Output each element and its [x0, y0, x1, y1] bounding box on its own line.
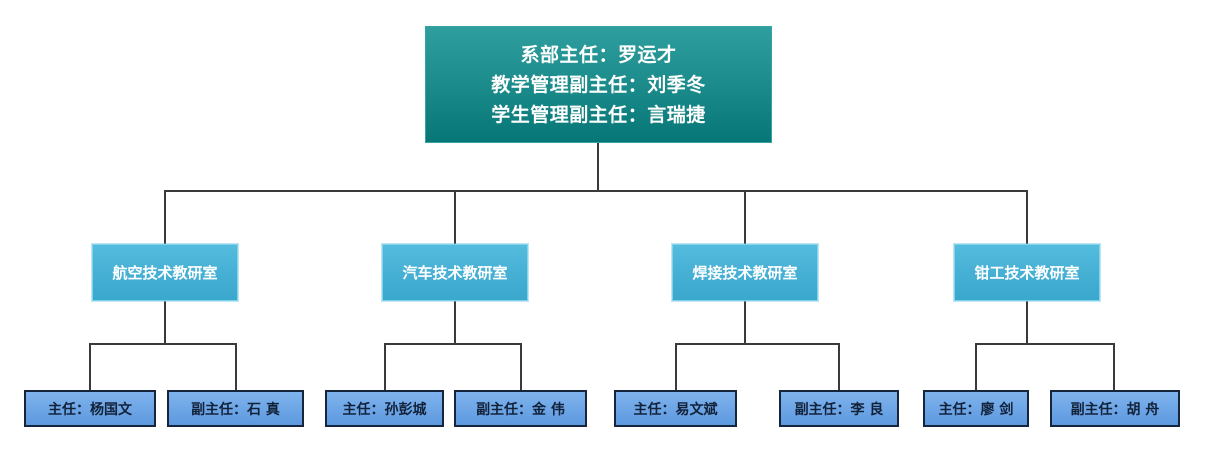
connector-drop-dept-2 [454, 190, 456, 245]
person-label: 主任：易文斌 [633, 401, 718, 418]
connector-dept-1-drop-a [89, 343, 91, 391]
person-label: 副主任：李 良 [794, 401, 884, 418]
connector-dept-3-drop-a [675, 343, 677, 391]
connector-dept-2-bus [384, 343, 522, 345]
dept-fitter-label: 钳工技术教研室 [974, 264, 1080, 282]
person-label: 副主任：石 真 [191, 401, 280, 418]
director-line-3: 学生管理副主任：言瑞捷 [491, 103, 706, 126]
connector-dept-4-stem [1026, 300, 1028, 344]
connector-dept-4-drop-a [975, 343, 977, 391]
connector-drop-dept-4 [1026, 190, 1028, 245]
node-dept-welding[interactable]: 焊接技术教研室 [672, 244, 818, 301]
node-dept-aviation[interactable]: 航空技术教研室 [92, 244, 238, 301]
connector-dept-2-drop-a [384, 343, 386, 391]
connector-dept-3-drop-b [838, 343, 840, 391]
node-person-fitter-head[interactable]: 主任：廖 剑 [923, 390, 1029, 427]
node-person-automotive-head[interactable]: 主任：孙彭城 [325, 390, 444, 427]
node-person-aviation-head[interactable]: 主任：杨国文 [24, 390, 156, 427]
node-person-automotive-deputy[interactable]: 副主任：金 伟 [454, 390, 587, 427]
person-label: 主任：孙彭城 [342, 401, 427, 418]
connector-dept-1-stem [164, 300, 166, 344]
node-dept-fitter[interactable]: 钳工技术教研室 [954, 244, 1100, 301]
connector-dept-2-drop-b [520, 343, 522, 391]
connector-dept-4-bus [975, 343, 1115, 345]
person-label: 主任：杨国文 [48, 401, 132, 418]
connector-dept-4-drop-b [1113, 343, 1115, 391]
person-label: 副主任：胡 舟 [1070, 401, 1160, 418]
director-line-2: 教学管理副主任：刘季冬 [491, 73, 706, 96]
dept-aviation-label: 航空技术教研室 [112, 264, 218, 282]
connector-dept-3-stem [744, 300, 746, 344]
node-person-welding-head[interactable]: 主任：易文斌 [614, 390, 737, 427]
person-label: 副主任：金 伟 [476, 401, 565, 418]
person-label: 主任：廖 剑 [938, 401, 1014, 418]
connector-dept-1-bus [89, 343, 237, 345]
connector-dept-2-stem [454, 300, 456, 344]
connector-dept-1-drop-b [235, 343, 237, 391]
connector-root-stem [597, 143, 599, 191]
connector-drop-dept-3 [744, 190, 746, 245]
connector-dept-3-bus [675, 343, 840, 345]
connector-root-bus [164, 190, 1027, 192]
connector-drop-dept-1 [164, 190, 166, 245]
node-person-aviation-deputy[interactable]: 副主任：石 真 [167, 390, 304, 427]
node-person-fitter-deputy[interactable]: 副主任：胡 舟 [1050, 390, 1180, 427]
dept-welding-label: 焊接技术教研室 [692, 264, 798, 282]
node-person-welding-deputy[interactable]: 副主任：李 良 [779, 390, 899, 427]
dept-automotive-label: 汽车技术教研室 [402, 264, 508, 282]
node-dept-automotive[interactable]: 汽车技术教研室 [382, 244, 528, 301]
node-director[interactable]: 系部主任：罗运才 教学管理副主任：刘季冬 学生管理副主任：言瑞捷 [425, 26, 772, 143]
director-line-1: 系部主任：罗运才 [520, 43, 677, 66]
